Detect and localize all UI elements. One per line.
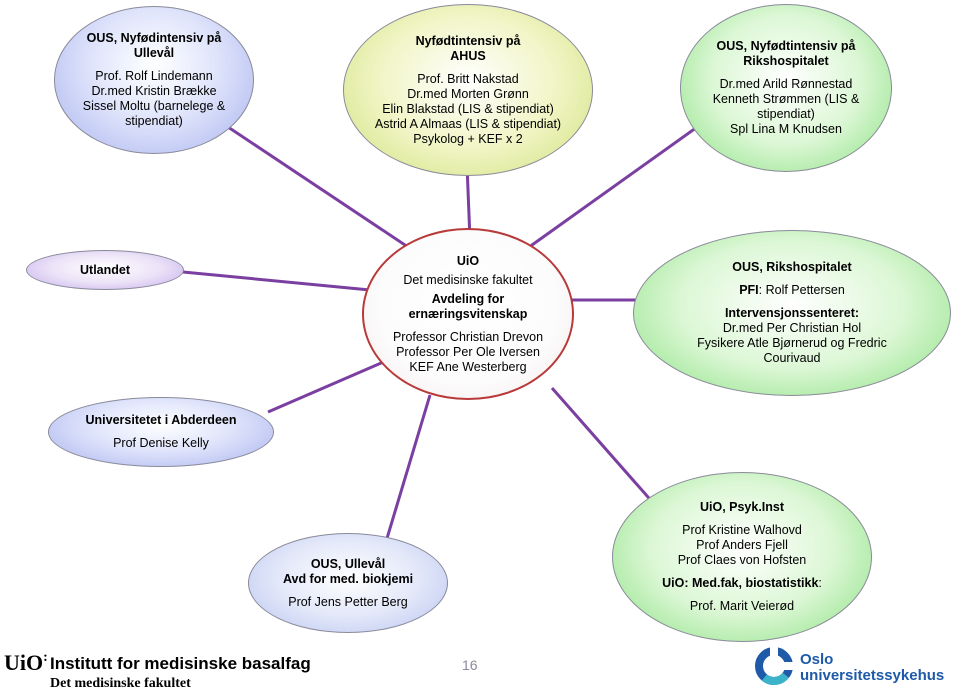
node-title-line1: OUS, Nyfødintensiv på: [86, 31, 222, 45]
node-title-line1: OUS, Ullevål: [310, 556, 386, 571]
ous-logo-icon: [755, 646, 794, 685]
node-line: Sissel Moltu (barnelege &: [82, 99, 226, 113]
node-line: stipendiat): [125, 114, 183, 128]
node-line: Dr.med Morten Grønn: [407, 86, 529, 101]
institute-name: Institutt for medisinske basalfag: [50, 654, 311, 673]
node-line: Prof Kristine Walhovd: [682, 523, 802, 537]
stat-colon: :: [818, 576, 822, 590]
link-to-ahus: [465, 164, 472, 241]
node-title-line1: OUS, Nyfødtintensiv på: [716, 39, 856, 53]
node-uio-psyk-inst: UiO, Psyk.Inst Prof Kristine Walhovd Pro…: [612, 472, 872, 642]
node-line: Fysikere Atle Bjørnerud og Fredric: [697, 336, 887, 350]
uio-logo: UiO:: [4, 650, 48, 675]
link-to-ulleval-biokjemi: [383, 394, 432, 546]
node-line: Professor Christian Drevon: [392, 329, 544, 344]
ous-line1: Oslo: [800, 651, 834, 668]
node-utlandet: Utlandet: [26, 250, 184, 290]
node-title: UiO, Psyk.Inst: [699, 500, 785, 514]
node-line: Elin Blakstad (LIS & stipendiat): [382, 101, 554, 116]
node-line: Dr.med Per Christian Hol: [722, 321, 862, 335]
pfi-value: : Rolf Pettersen: [758, 283, 845, 297]
node-pfi: PFI: Rolf Pettersen: [739, 283, 845, 298]
node-line: stipendiat): [757, 107, 815, 121]
node-ous-ulleval-biokjemi: OUS, Ullevål Avd for med. biokjemi Prof …: [248, 533, 448, 633]
node-line: Kenneth Strømmen (LIS &: [712, 92, 860, 106]
node-stat: UiO: Med.fak, biostatistikk:: [662, 576, 822, 591]
node-ous-ulleval-nicu: OUS, Nyfødintensiv på Ullevål Prof. Rolf…: [54, 6, 254, 154]
node-line: Dr.med Kristin Brække: [91, 84, 217, 98]
node-ivc-label: Intervensjonssenteret:: [724, 306, 860, 320]
node-universitetet-abderdeen: Universitetet i Abderdeen Prof Denise Ke…: [48, 397, 274, 467]
node-line: Prof. Britt Nakstad: [417, 71, 519, 86]
ous-logo-text: Oslo universitetssykehus: [800, 652, 944, 684]
node-title: Universitetet i Abderdeen: [85, 413, 237, 427]
ous-line2: universitetssykehus: [800, 667, 945, 684]
link-to-abderdeen: [267, 358, 389, 414]
node-line: Psykolog + KEF x 2: [413, 131, 523, 146]
node-dept-line1: Avdeling for: [431, 291, 505, 306]
node-uio-center: UiO Det medisinske fakultet Avdeling for…: [362, 228, 574, 400]
node-title-line2: AHUS: [450, 48, 486, 63]
node-line: Prof. Marit Veierød: [689, 599, 795, 613]
node-faculty: Det medisinske fakultet: [403, 272, 533, 287]
link-to-utlandet: [182, 270, 371, 292]
page-number: 16: [462, 657, 478, 673]
link-to-ullevaal-nicu: [224, 123, 421, 257]
node-line: Prof Claes von Hofsten: [677, 553, 807, 567]
node-title: Utlandet: [80, 262, 130, 277]
node-title-line2: Avd for med. biokjemi: [282, 571, 414, 586]
node-line: Prof Denise Kelly: [113, 436, 209, 450]
node-title-line1: Nyfødtintensiv på: [415, 33, 521, 48]
node-title-line2: Rikshospitalet: [743, 54, 829, 68]
node-title: OUS, Rikshospitalet: [732, 260, 852, 274]
pfi-label: PFI: [739, 283, 759, 297]
node-title: UiO: [456, 253, 480, 268]
node-ous-rikshospitalet-nicu: OUS, Nyfødtintensiv på Rikshospitalet Dr…: [680, 4, 892, 172]
node-line: KEF Ane Westerberg: [409, 359, 527, 374]
node-line: Prof Jens Petter Berg: [288, 594, 408, 609]
node-line: Courivaud: [763, 351, 821, 365]
stat-label: UiO: Med.fak, biostatistikk: [662, 576, 819, 590]
node-title-line2: Ullevål: [133, 46, 175, 60]
node-ous-rikshospitalet: OUS, Rikshospitalet PFI: Rolf Pettersen …: [633, 230, 951, 396]
node-line: Prof. Rolf Lindemann: [95, 69, 213, 83]
node-line: Dr.med Arild Rønnestad: [719, 77, 853, 91]
node-line: Spl Lina M Knudsen: [730, 122, 842, 136]
node-line: Astrid A Almaas (LIS & stipendiat): [374, 116, 562, 131]
link-to-uio-psyk: [550, 387, 657, 506]
faculty-name: Det medisinske fakultet: [50, 676, 191, 691]
node-line: Professor Per Ole Iversen: [396, 344, 540, 359]
node-dept-line2: ernæringsvitenskap: [408, 306, 528, 321]
link-to-rikshospitalet-nicu: [524, 123, 701, 252]
node-line: Prof Anders Fjell: [696, 538, 788, 552]
node-ahus: Nyfødtintensiv på AHUS Prof. Britt Nakst…: [343, 4, 593, 176]
